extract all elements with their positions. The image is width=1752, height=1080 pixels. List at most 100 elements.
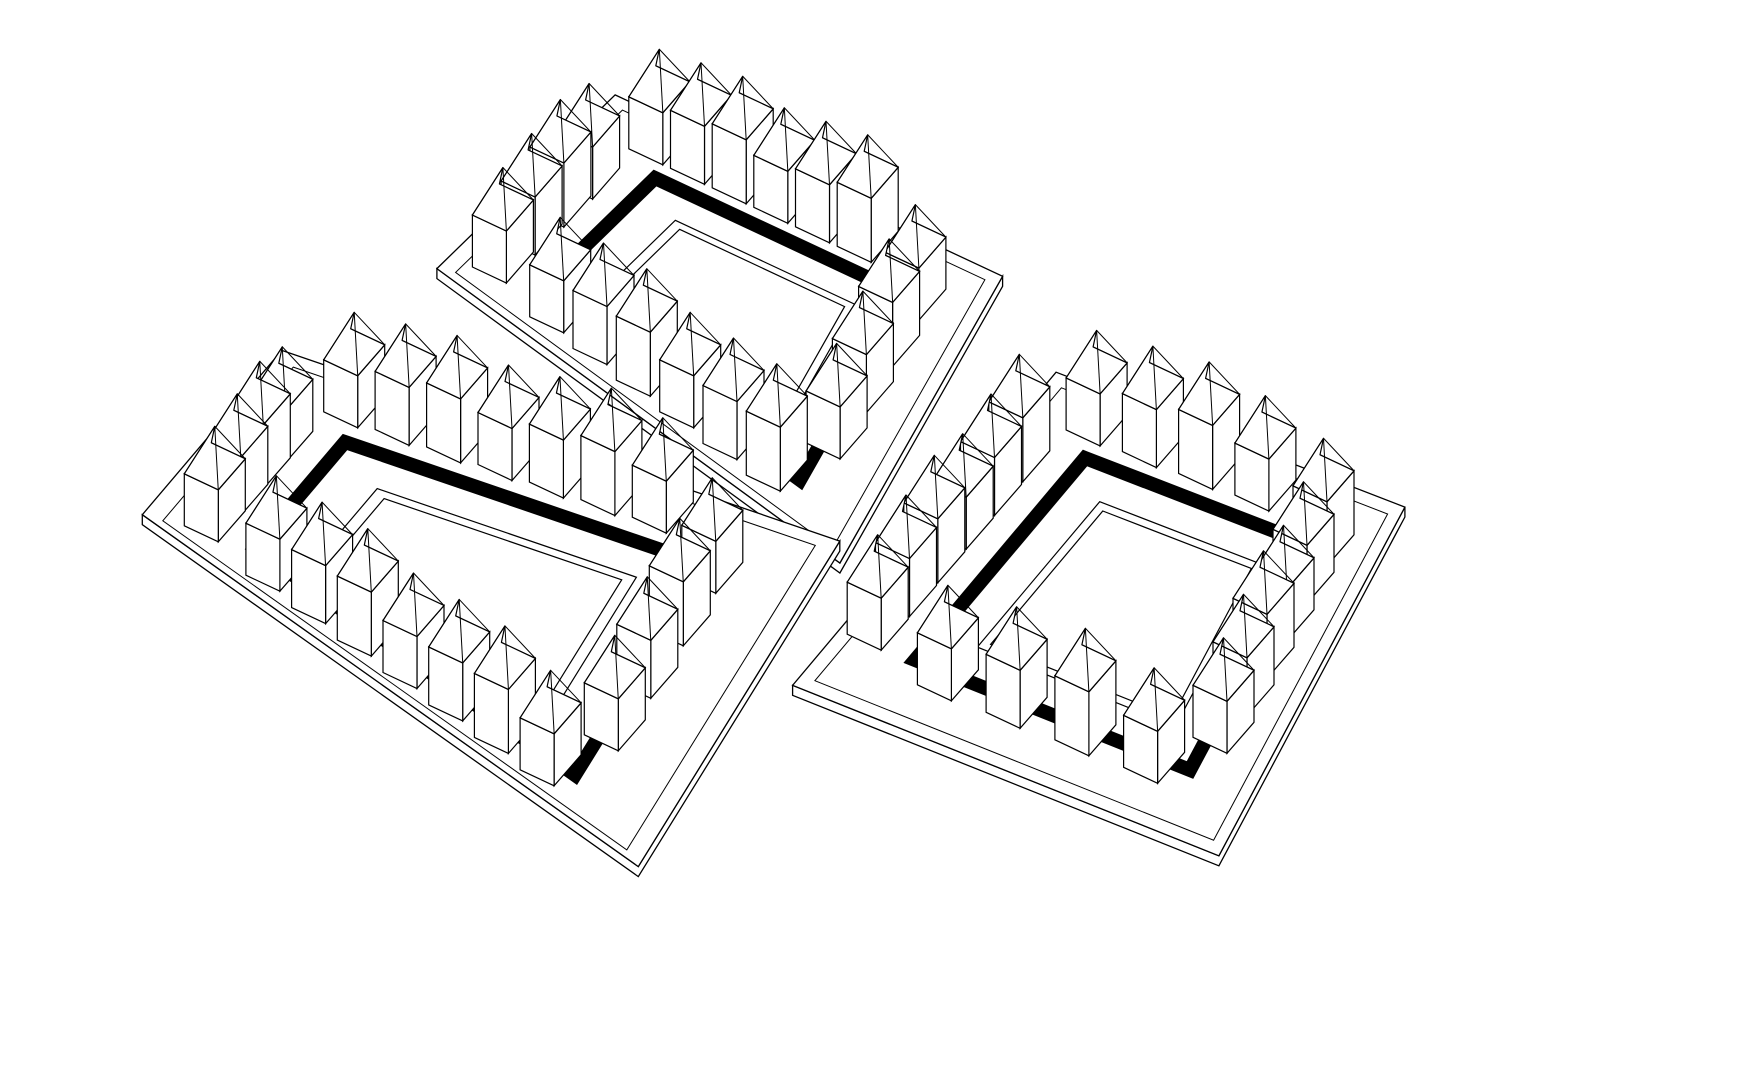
roof-ridge bbox=[1065, 330, 1098, 379]
roof-ridge bbox=[245, 475, 277, 524]
roof-ridge bbox=[1303, 481, 1308, 546]
house bbox=[985, 606, 1049, 730]
roof-ridge bbox=[413, 572, 418, 637]
roof-ridge bbox=[888, 238, 920, 272]
roof-ridge bbox=[662, 417, 694, 451]
house bbox=[572, 242, 635, 367]
roof-ridge bbox=[711, 477, 717, 542]
roof-ridge bbox=[560, 99, 592, 133]
roof-ridge bbox=[742, 76, 747, 140]
roof-ridge bbox=[559, 99, 565, 164]
roof-ridge bbox=[905, 494, 937, 528]
roof-ridge bbox=[646, 268, 678, 302]
roof-ridge bbox=[456, 335, 488, 369]
roof-ridge bbox=[321, 501, 353, 535]
roof-ridge bbox=[504, 625, 509, 690]
roof-ridge bbox=[275, 475, 281, 540]
roof-ridge bbox=[259, 361, 264, 425]
roof-ridge bbox=[914, 204, 920, 269]
roof-ridge bbox=[990, 393, 995, 458]
roof-ridge bbox=[888, 238, 894, 303]
house bbox=[528, 376, 592, 500]
roof-ridge bbox=[1018, 354, 1024, 418]
house bbox=[519, 669, 583, 788]
roof-ridge bbox=[1323, 438, 1328, 502]
roof-ridge bbox=[753, 107, 785, 156]
roof-ridge bbox=[1243, 593, 1275, 628]
house bbox=[322, 311, 386, 430]
roof-ridge bbox=[960, 393, 992, 442]
roof-ridge bbox=[733, 337, 738, 402]
roof-ridge bbox=[559, 376, 591, 410]
roof-ridge bbox=[374, 323, 407, 372]
roof-ridge bbox=[776, 363, 781, 428]
roof-ridge bbox=[1016, 606, 1048, 640]
roof-ridge bbox=[1283, 524, 1315, 559]
roof-ridge bbox=[183, 425, 216, 475]
house bbox=[528, 216, 592, 335]
roof-ridge bbox=[1018, 353, 1051, 388]
roof-ridge bbox=[700, 62, 732, 96]
house bbox=[1177, 361, 1241, 492]
roof-ridge bbox=[903, 455, 935, 504]
roof-ridge bbox=[1085, 627, 1117, 662]
roof-ridge bbox=[702, 337, 734, 386]
roof-ridge bbox=[583, 634, 616, 684]
roof-ridge bbox=[1292, 437, 1324, 487]
roof-ridge bbox=[1208, 361, 1214, 426]
house bbox=[427, 598, 491, 723]
roof-ridge bbox=[659, 312, 691, 361]
roof-ridge bbox=[875, 494, 907, 543]
roof-ridge bbox=[783, 107, 789, 172]
roof-ridge bbox=[1192, 637, 1224, 686]
roof-ridge bbox=[531, 133, 536, 198]
roof-ridge bbox=[281, 346, 314, 380]
roof-ridge bbox=[689, 312, 695, 376]
roof-ridge bbox=[742, 75, 774, 110]
roof-ridge bbox=[405, 323, 410, 388]
house bbox=[846, 534, 910, 652]
roof-ridge bbox=[662, 417, 667, 482]
roof-ridge bbox=[504, 625, 536, 659]
roof-ridge bbox=[1054, 627, 1086, 677]
house bbox=[836, 134, 900, 264]
roof-ridge bbox=[670, 62, 702, 111]
roof-ridge bbox=[962, 433, 967, 498]
roof-ridge bbox=[947, 585, 952, 649]
roof-ridge bbox=[603, 242, 608, 307]
house bbox=[745, 363, 809, 493]
roof-ridge bbox=[733, 337, 765, 371]
roof-ridge bbox=[628, 48, 660, 98]
roof-ridge bbox=[962, 433, 994, 467]
roof-ridge bbox=[862, 290, 894, 324]
roof-ridge bbox=[745, 363, 778, 412]
roof-ridge bbox=[614, 634, 646, 669]
roof-ridge bbox=[1153, 667, 1185, 701]
roof-ridge bbox=[884, 204, 916, 253]
house bbox=[794, 120, 858, 245]
house bbox=[583, 634, 647, 753]
roof-ridge bbox=[259, 360, 291, 395]
roof-ridge bbox=[1208, 361, 1240, 395]
roof-ridge bbox=[519, 670, 552, 719]
roof-ridge bbox=[681, 477, 713, 526]
roof-ridge bbox=[836, 343, 841, 407]
roof-ridge bbox=[825, 120, 857, 155]
roof-ridge bbox=[658, 49, 664, 113]
roof-ridge bbox=[1234, 395, 1266, 444]
roof-ridge bbox=[846, 534, 879, 583]
roof-ridge bbox=[1084, 628, 1090, 692]
roof-ridge bbox=[658, 48, 691, 83]
roof-ridge bbox=[1096, 330, 1101, 394]
roof-ridge bbox=[1096, 330, 1128, 364]
roof-ridge bbox=[529, 217, 561, 266]
roof-ridge bbox=[836, 343, 868, 377]
house bbox=[805, 342, 869, 461]
roof-ridge bbox=[550, 670, 555, 734]
house bbox=[1233, 395, 1297, 513]
roof-ridge bbox=[776, 363, 808, 397]
roof-ridge bbox=[700, 62, 705, 127]
house bbox=[1053, 627, 1117, 758]
roof-ridge bbox=[529, 376, 561, 425]
